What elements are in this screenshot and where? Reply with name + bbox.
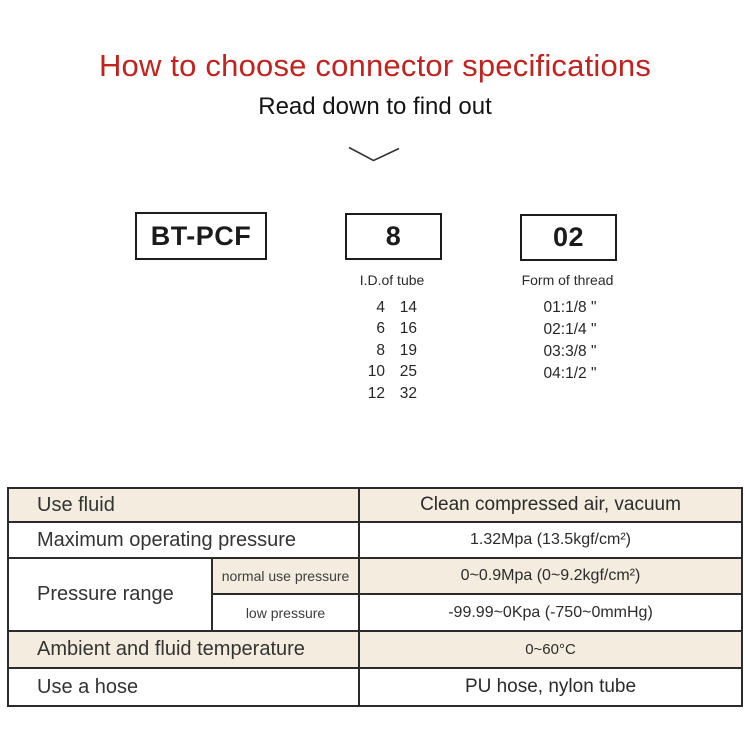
- tube-code: 8: [385, 221, 402, 251]
- thread-code: 02: [552, 222, 585, 252]
- tube-id: 12: [367, 384, 385, 402]
- tube-id: 8: [376, 341, 385, 359]
- tube-od: 19: [399, 341, 417, 359]
- thread-option: 01:1/8 ": [543, 299, 597, 316]
- tube-od: 14: [399, 298, 417, 316]
- spec-row-use-fluid-value: Clean compressed air, vacuum: [360, 489, 741, 521]
- tube-size-row: 12 32: [355, 383, 417, 405]
- spec-row-max-pressure-value: 1.32Mpa (13.5kgf/cm²): [360, 523, 741, 557]
- tube-od: 25: [399, 363, 417, 381]
- spec-row-temperature-value: 0~60°C: [360, 632, 741, 667]
- spec-row-temperature-label: Ambient and fluid temperature: [9, 632, 358, 667]
- spec-row-use-fluid-label: Use fluid: [9, 489, 358, 521]
- spec-subrow-low-pressure-value: -99.99~0Kpa (-750~0mmHg): [360, 595, 741, 630]
- spec-row-pressure-range-label: Pressure range: [9, 559, 211, 630]
- page-title: How to choose connector specifications: [98, 48, 652, 83]
- tube-id: 10: [367, 363, 385, 381]
- page-subtitle: Read down to find out: [258, 93, 492, 120]
- tube-size-row: 6 16: [355, 319, 417, 341]
- spec-subrow-normal-pressure-label: normal use pressure: [213, 559, 358, 593]
- tube-column-label: I.D.of tube: [359, 272, 425, 288]
- thread-option-list: 01:1/8 " 02:1/4 " 03:3/8 " 04:1/2 ": [505, 297, 635, 385]
- thread-option: 02:1/4 ": [543, 321, 597, 338]
- thread-column-label: Form of thread: [521, 272, 614, 288]
- thread-option: 04:1/2 ": [543, 365, 597, 382]
- model-prefix-box: BT-PCF: [135, 212, 267, 260]
- tube-size-row: 10 25: [355, 362, 417, 384]
- spec-row-hose-label: Use a hose: [9, 669, 358, 705]
- tube-size-list: 4 14 6 16 8 19 10 25 12 32: [355, 297, 417, 405]
- thread-code-box: 02: [520, 214, 617, 261]
- tube-id: 4: [376, 298, 385, 316]
- tube-size-row: 4 14: [355, 297, 417, 319]
- spec-row-hose-value: PU hose, nylon tube: [360, 669, 741, 705]
- model-prefix-code: BT-PCF: [150, 220, 252, 251]
- tube-id: 6: [376, 320, 385, 338]
- spec-row-max-pressure-label: Maximum operating pressure: [9, 523, 358, 557]
- chevron-down-icon: [348, 146, 400, 162]
- tube-od: 32: [399, 384, 417, 402]
- tube-code-box: 8: [345, 213, 442, 260]
- spec-subrow-normal-pressure-value: 0~0.9Mpa (0~9.2kgf/cm²): [360, 559, 741, 593]
- spec-table: Use fluid Clean compressed air, vacuum M…: [7, 487, 743, 707]
- spec-subrow-low-pressure-label: low pressure: [213, 595, 358, 630]
- tube-od: 16: [399, 320, 417, 338]
- thread-option: 03:3/8 ": [543, 343, 597, 360]
- tube-size-row: 8 19: [355, 340, 417, 362]
